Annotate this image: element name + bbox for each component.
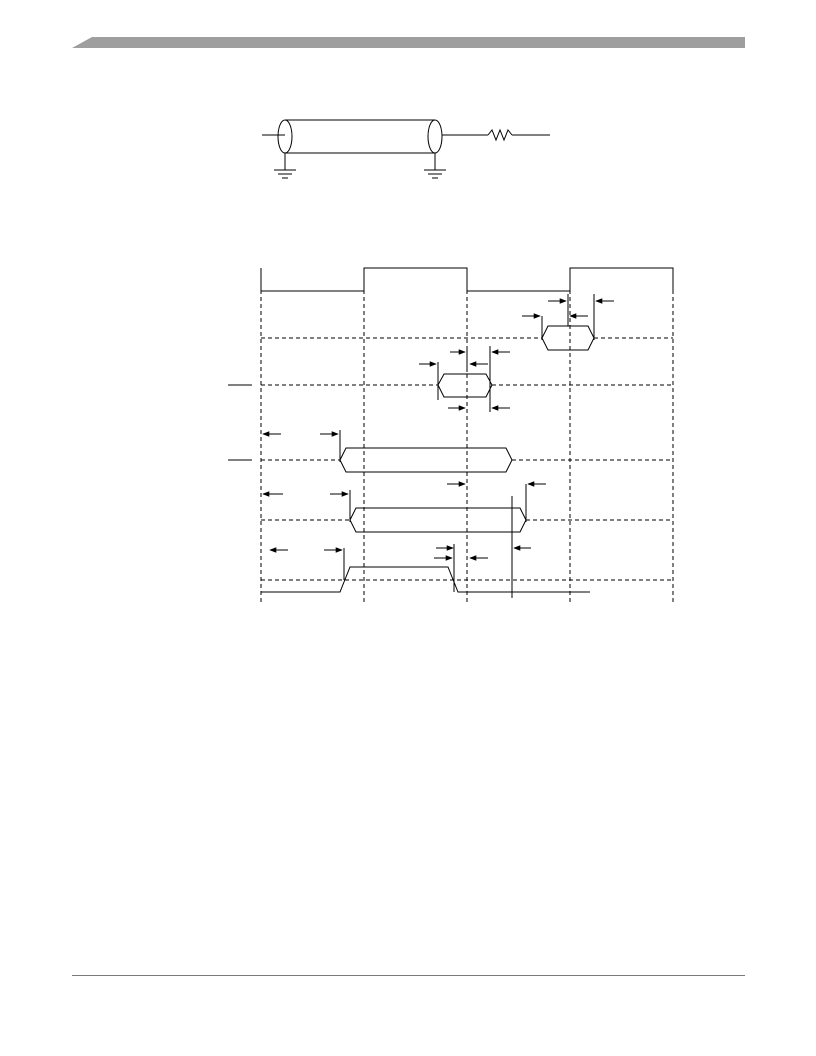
signal-5-pulse bbox=[261, 566, 590, 593]
page-header-band bbox=[72, 37, 745, 48]
edge-guides bbox=[260, 290, 674, 603]
timing-diagram bbox=[228, 267, 674, 603]
signal-4-window bbox=[349, 507, 527, 533]
test-load-circuit bbox=[262, 119, 550, 179]
resistor-icon bbox=[487, 128, 513, 142]
ground-icon bbox=[274, 153, 296, 179]
clock-waveform bbox=[260, 267, 674, 292]
reference-levels bbox=[261, 337, 673, 581]
footer-rule bbox=[72, 975, 745, 976]
ground-icon bbox=[424, 153, 446, 179]
signal-1-window bbox=[541, 325, 595, 351]
transmission-line-icon bbox=[277, 119, 443, 154]
signal-3-window bbox=[339, 447, 513, 473]
signal-2-window bbox=[437, 373, 493, 398]
arrow-icon bbox=[262, 298, 614, 561]
extension-lines bbox=[339, 294, 595, 598]
